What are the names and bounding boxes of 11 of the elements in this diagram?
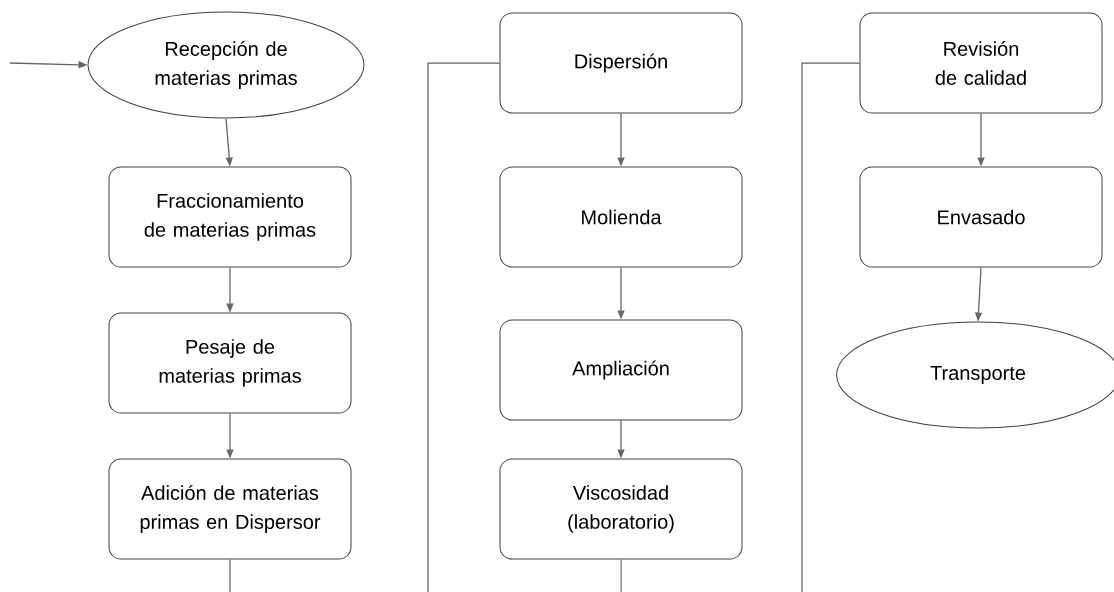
process-box: Ampliación xyxy=(499,319,743,421)
process-box: Adición de materias primas en Dispersor xyxy=(108,458,352,560)
process-box: Envasado xyxy=(859,166,1103,268)
process-box: Dispersión xyxy=(499,12,743,114)
process-box: Viscosidad (laboratorio) xyxy=(499,458,743,560)
connector-line xyxy=(620,62,861,592)
process-box: Pesaje de materias primas xyxy=(108,312,352,414)
process-box: Revisión de calidad xyxy=(859,12,1103,114)
connector-line xyxy=(229,62,501,592)
process-box: Fraccionamiento de materias primas xyxy=(108,166,352,268)
process-box: Molienda xyxy=(499,166,743,268)
